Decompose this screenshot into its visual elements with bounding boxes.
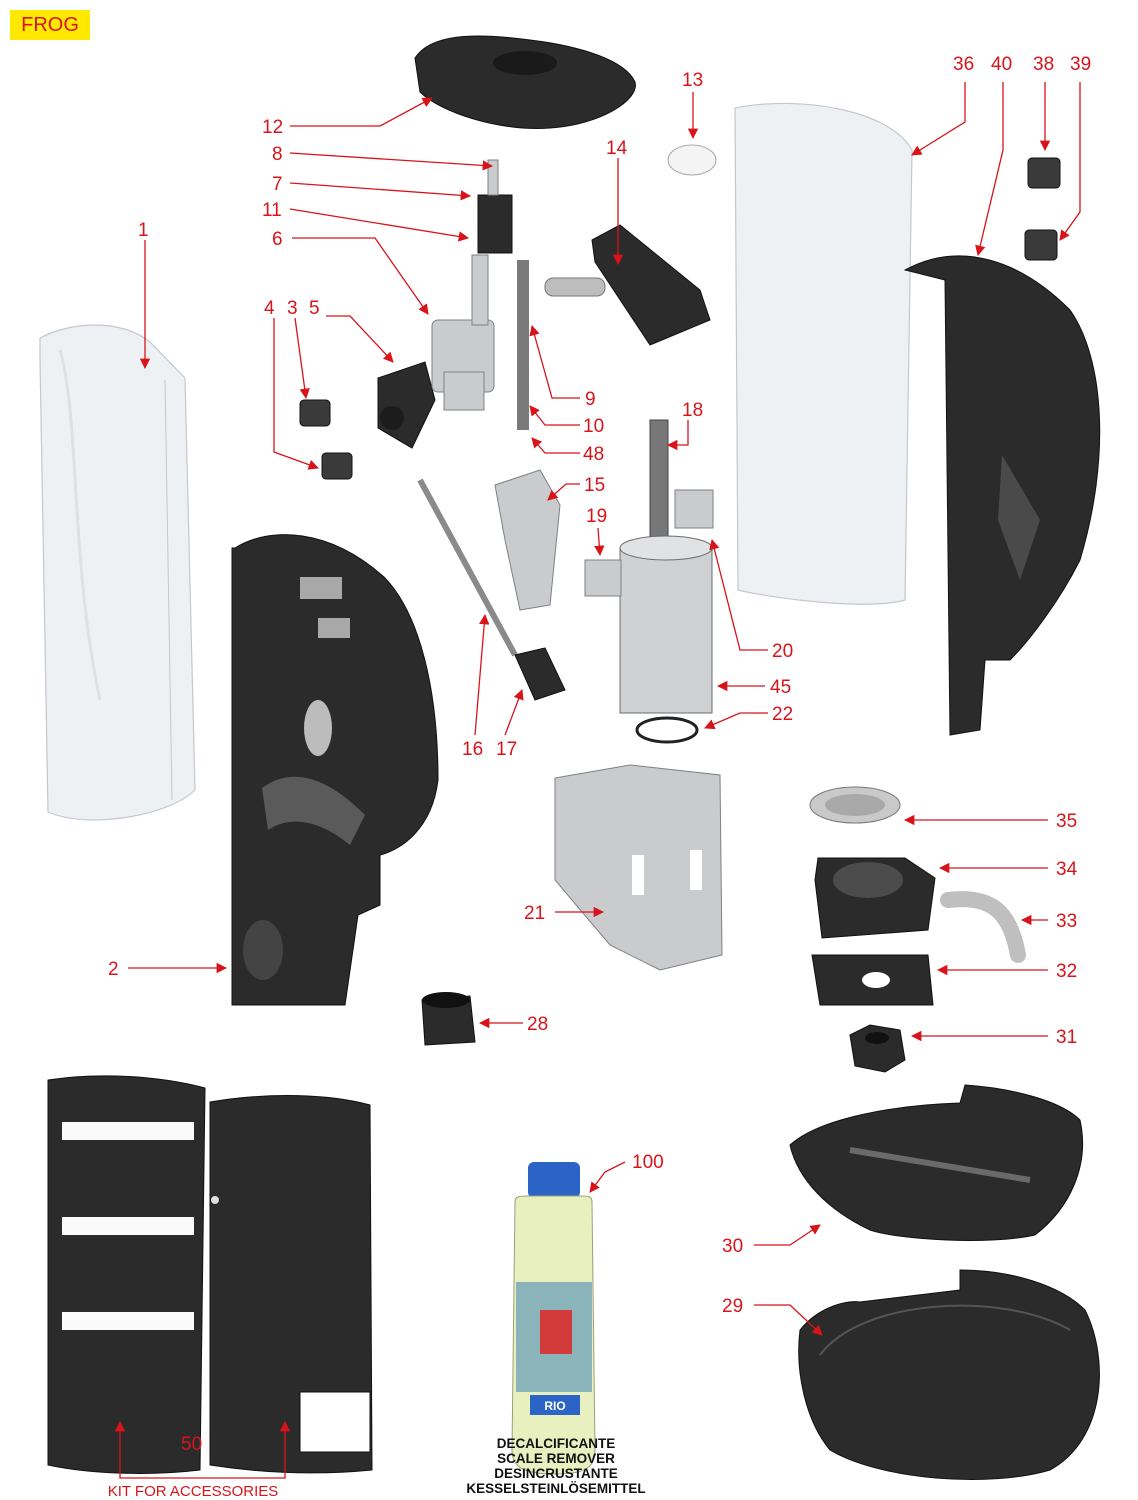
callout-18: 18 <box>682 400 703 421</box>
part-19-thermostat <box>584 559 622 597</box>
bottle-caption-line-4: KESSELSTEINLÖSEMITTEL <box>466 1481 645 1496</box>
callout-13: 13 <box>682 70 703 91</box>
kit-accessories-caption: KIT FOR ACCESSORIES <box>108 1483 279 1500</box>
part-5-knob <box>377 361 436 449</box>
part-16-rod <box>417 478 518 657</box>
callout-15: 15 <box>584 475 605 496</box>
part-4-button <box>321 452 353 480</box>
part-100-descaler-bottle: RIO <box>511 1162 596 1475</box>
callout-21: 21 <box>524 903 545 924</box>
callout-20: 20 <box>772 641 793 662</box>
part-31-nut <box>849 1024 906 1073</box>
callout-32: 32 <box>1056 961 1077 982</box>
part-35-shower-plate <box>809 786 901 824</box>
part-33-spout <box>940 891 1026 963</box>
part-6-pump <box>431 159 529 430</box>
callout-30: 30 <box>722 1236 743 1257</box>
part-2-housing <box>231 534 439 1006</box>
part-34-group-head <box>814 857 936 939</box>
part-1-front-cover <box>39 324 196 821</box>
callout-39: 39 <box>1070 54 1091 75</box>
callout-22: 22 <box>772 704 793 725</box>
bottle-brand-label: RIO <box>544 1399 565 1413</box>
callout-7: 7 <box>272 174 283 195</box>
part-50-accessory-kit <box>47 1075 373 1474</box>
callout-10: 10 <box>583 416 604 437</box>
callout-3: 3 <box>287 298 298 319</box>
callout-11: 11 <box>262 200 282 221</box>
callout-35: 35 <box>1056 811 1077 832</box>
callout-19: 19 <box>586 506 607 527</box>
part-17-stopper <box>514 647 566 701</box>
callout-34: 34 <box>1056 859 1078 880</box>
part-38-button <box>1027 157 1061 189</box>
part-18-heater <box>649 419 669 551</box>
callout-36: 36 <box>953 54 974 75</box>
bottle-caption-line-3: DESINCRUSTANTE <box>494 1466 618 1481</box>
part-40-back-housing <box>903 255 1101 736</box>
callout-38: 38 <box>1033 54 1054 75</box>
part-14-bracket <box>544 224 711 346</box>
part-28-foot <box>421 992 476 1046</box>
callout-33: 33 <box>1056 911 1077 932</box>
callout-40: 40 <box>991 54 1012 75</box>
callout-numbers: 1 2 3 4 5 6 7 8 9 10 11 12 13 14 15 16 1… <box>108 54 1091 1455</box>
callout-1: 1 <box>138 220 149 241</box>
part-20-thermostat <box>674 489 714 529</box>
part-45-boiler <box>619 535 713 714</box>
callout-31: 31 <box>1056 1027 1077 1048</box>
callout-45: 45 <box>770 677 791 698</box>
part-15-plate <box>494 469 561 611</box>
part-36-rear-cover <box>734 102 913 605</box>
part-21-frame <box>554 764 723 971</box>
callout-17: 17 <box>496 739 517 760</box>
callout-2: 2 <box>108 959 119 980</box>
part-22-o-ring <box>635 716 699 744</box>
callout-9: 9 <box>585 389 596 410</box>
callout-leaders <box>114 82 1081 1479</box>
callout-6: 6 <box>272 229 283 250</box>
callout-4: 4 <box>264 298 275 319</box>
callout-29: 29 <box>722 1296 743 1317</box>
part-3-button <box>299 399 331 427</box>
callout-100: 100 <box>632 1152 664 1173</box>
callout-48: 48 <box>583 444 604 465</box>
part-29-drip-tray <box>798 1269 1100 1480</box>
part-30-drip-grid <box>789 1084 1084 1241</box>
callout-14: 14 <box>606 138 628 159</box>
callout-28: 28 <box>527 1014 548 1035</box>
bottle-caption-line-1: DECALCIFICANTE <box>497 1436 616 1451</box>
part-32-gasket <box>811 954 934 1006</box>
part-13-filter <box>667 144 717 176</box>
callout-12: 12 <box>262 117 283 138</box>
model-tag: FROG <box>10 10 90 40</box>
bottle-caption-line-2: SCALE REMOVER <box>497 1451 615 1466</box>
part-39-button <box>1024 229 1058 261</box>
callout-16: 16 <box>462 739 483 760</box>
part-12-lid <box>414 35 636 130</box>
callout-8: 8 <box>272 144 283 165</box>
callout-5: 5 <box>309 298 320 319</box>
callout-50: 50 <box>181 1434 202 1455</box>
